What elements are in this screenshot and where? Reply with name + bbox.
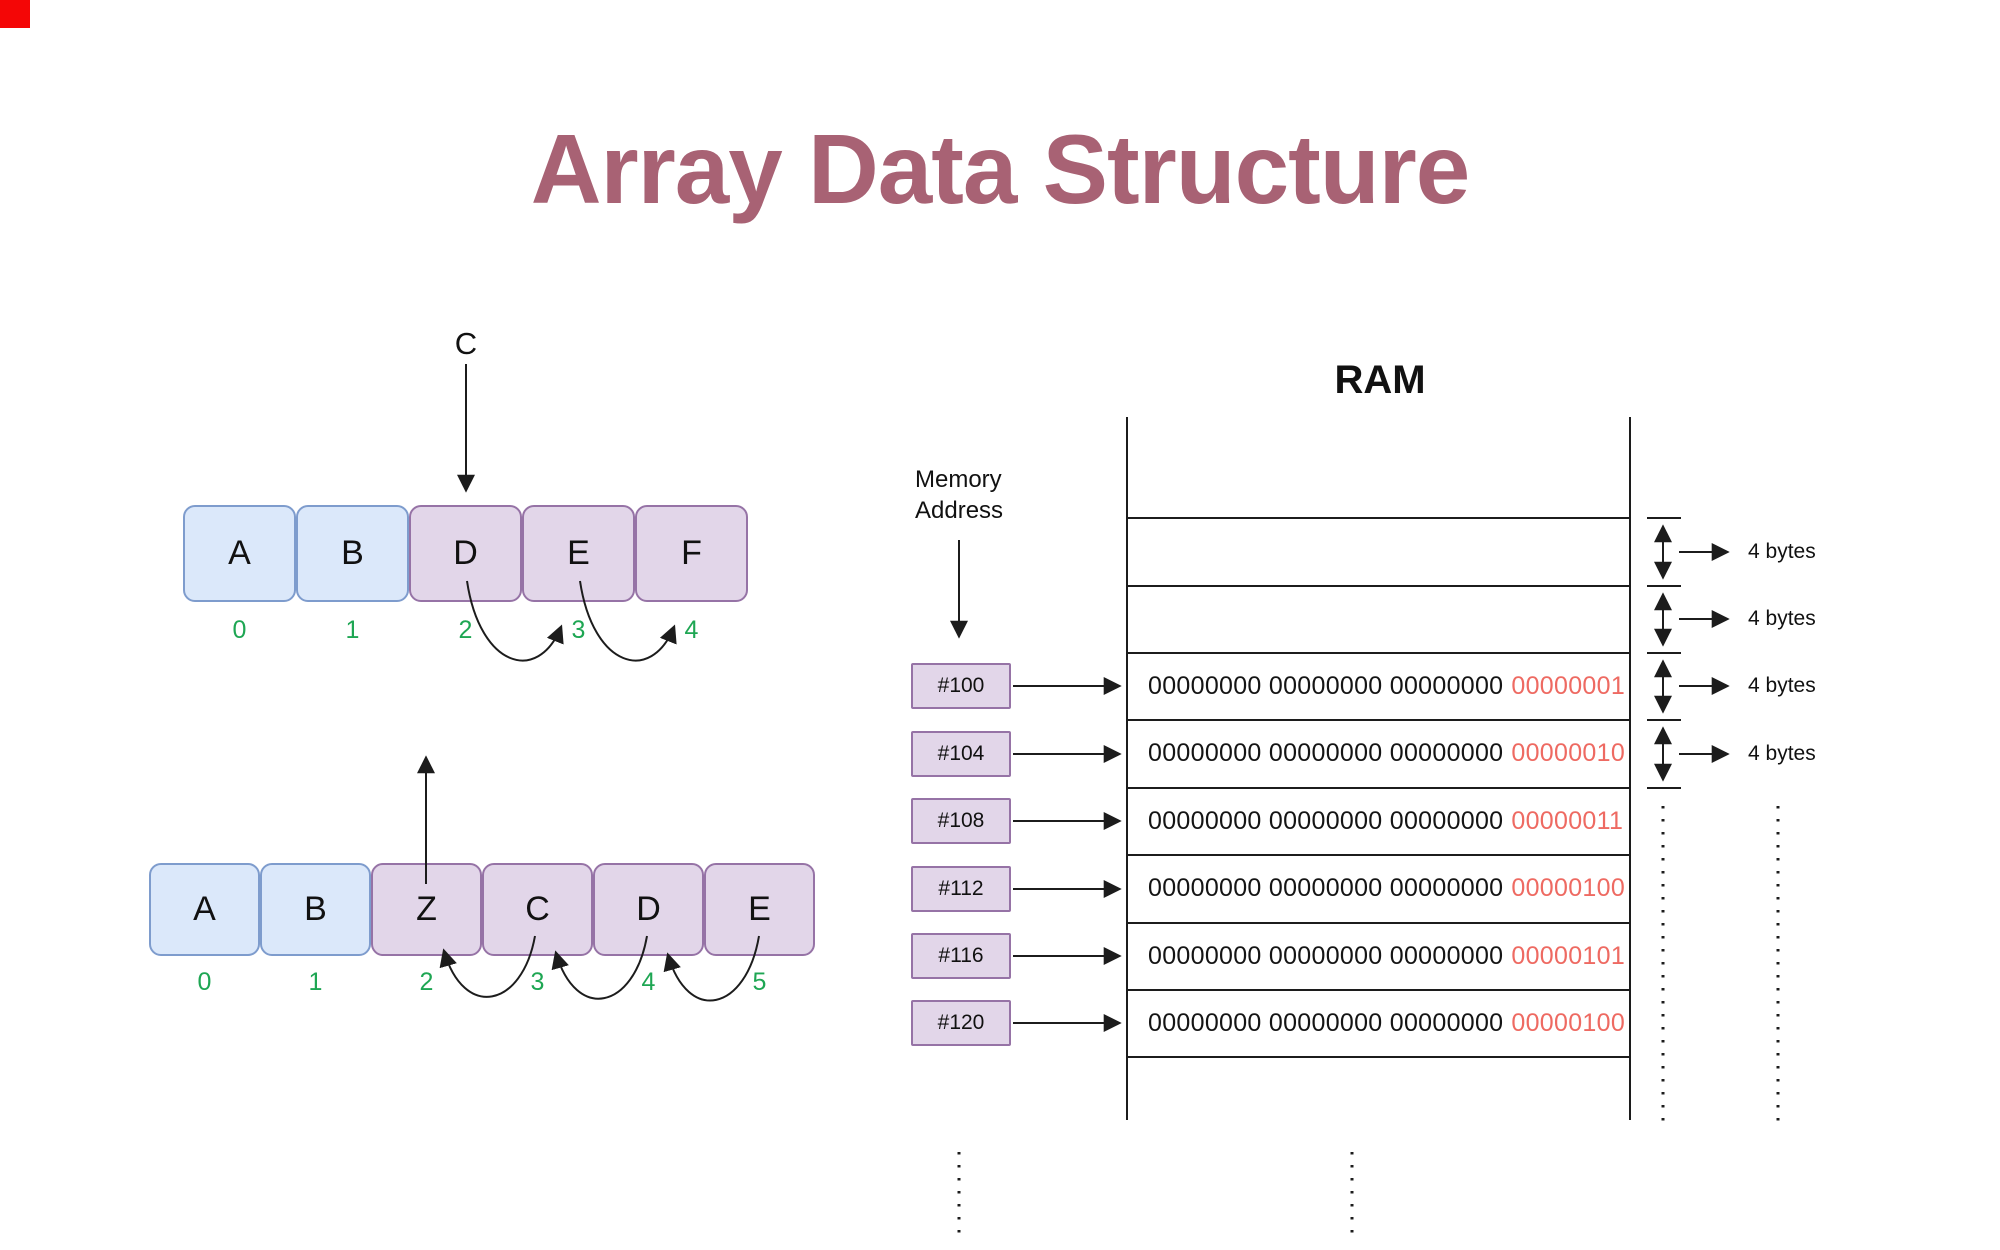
cell-letter: B <box>304 890 327 928</box>
cell-letter: Z <box>416 890 437 928</box>
insertion-index-4: 4 <box>684 616 699 644</box>
deletion-cell-4: D <box>593 863 704 956</box>
cell-letter: C <box>525 890 550 928</box>
ram-row-last-byte: 00000001 <box>1511 672 1626 700</box>
size-label-2: 4 bytes <box>1748 607 1816 630</box>
deletion-cell-1: B <box>260 863 371 956</box>
ram-row-last-byte: 00000011 <box>1511 807 1624 835</box>
cell-letter: A <box>193 890 216 928</box>
insertion-pointer-label: C <box>454 326 478 361</box>
insertion-index-3: 3 <box>571 616 586 644</box>
ram-row-bits: 00000000 00000000 00000000 <box>1148 1009 1504 1037</box>
ram-row-bits: 00000000 00000000 00000000 <box>1148 874 1504 902</box>
cell-letter: A <box>228 534 251 572</box>
insertion-index-1: 1 <box>345 616 360 644</box>
corner-red-marker <box>0 0 30 28</box>
address-box-120: #120 <box>911 1000 1011 1046</box>
size-label-4: 4 bytes <box>1748 742 1816 765</box>
deletion-index-3: 3 <box>530 968 545 996</box>
ram-row-bits: 00000000 00000000 00000000 <box>1148 807 1504 835</box>
cell-letter: E <box>748 890 771 928</box>
cell-letter: B <box>341 534 364 572</box>
deletion-cell-2: Z <box>371 863 482 956</box>
insertion-cell-0: A <box>183 505 296 602</box>
ram-row-bits: 00000000 00000000 00000000 <box>1148 739 1504 767</box>
ram-row-last-byte: 00000010 <box>1511 739 1626 767</box>
cell-letter: F <box>681 534 702 572</box>
cell-letter: D <box>453 534 478 572</box>
deletion-index-1: 1 <box>308 968 323 996</box>
cell-letter: D <box>636 890 661 928</box>
insertion-cell-3: E <box>522 505 635 602</box>
memory-address-line2: Address <box>915 497 1004 524</box>
memory-address-line1: Memory <box>915 466 1002 493</box>
deletion-index-5: 5 <box>752 968 767 996</box>
ram-row-last-byte: 00000100 <box>1511 874 1626 902</box>
ram-row-last-byte: 00000101 <box>1511 942 1626 970</box>
ram-title: RAM <box>1334 358 1426 402</box>
size-label-1: 4 bytes <box>1748 540 1816 563</box>
address-box-112: #112 <box>911 866 1011 912</box>
address-box-116: #116 <box>911 933 1011 979</box>
deletion-cell-0: A <box>149 863 260 956</box>
address-box-108: #108 <box>911 798 1011 844</box>
insertion-index-0: 0 <box>232 616 247 644</box>
deletion-cell-3: C <box>482 863 593 956</box>
ram-row-last-byte: 00000100 <box>1511 1009 1626 1037</box>
insertion-index-2: 2 <box>458 616 473 644</box>
insertion-cell-2: D <box>409 505 522 602</box>
ram-row-bits: 00000000 00000000 00000000 <box>1148 672 1504 700</box>
cell-letter: E <box>567 534 590 572</box>
insertion-cell-4: F <box>635 505 748 602</box>
page-title: Array Data Structure <box>530 114 1471 224</box>
deletion-index-0: 0 <box>197 968 212 996</box>
insertion-cell-1: B <box>296 505 409 602</box>
memory-address-label: Memory Address <box>915 464 1003 526</box>
address-box-100: #100 <box>911 663 1011 709</box>
address-box-104: #104 <box>911 731 1011 777</box>
deletion-cell-5: E <box>704 863 815 956</box>
ram-row-bits: 00000000 00000000 00000000 <box>1148 942 1504 970</box>
size-label-3: 4 bytes <box>1748 674 1816 697</box>
deletion-index-2: 2 <box>419 968 434 996</box>
deletion-index-4: 4 <box>641 968 656 996</box>
